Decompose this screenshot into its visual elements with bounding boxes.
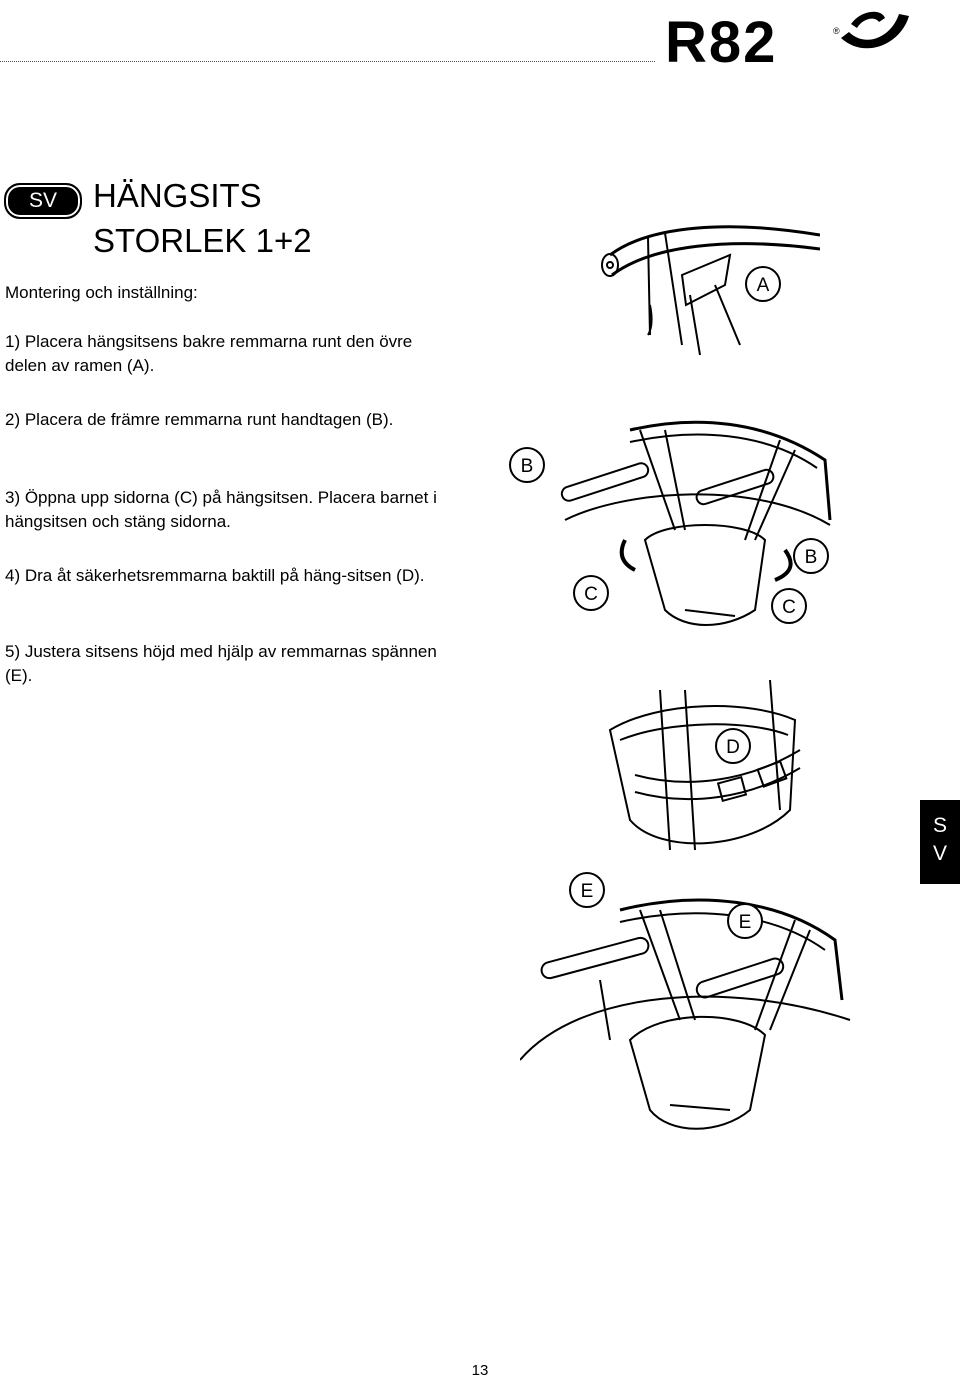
svg-text:®: ® [833, 26, 840, 36]
label-a-badge: A [745, 266, 781, 302]
label-e: E [581, 881, 594, 902]
intro-text: Montering och inställning: [5, 283, 198, 302]
step-2: 2) Placera de främre remmarna runt handt… [5, 410, 394, 429]
illustration-seat-back [608, 680, 801, 851]
step-3: 3) Öppna upp sidorna (C) på hängsitsen. … [5, 488, 437, 531]
label-c-badge-2: C [771, 588, 807, 624]
illustration-height-adjust [520, 898, 851, 1130]
illustration-seat-handles [560, 420, 832, 626]
header-dotted-rule [0, 61, 655, 62]
label-a: A [757, 275, 770, 296]
illustration-frame-strap [601, 225, 820, 356]
label-c-badge: C [573, 575, 609, 611]
label-e-2: E [739, 912, 752, 933]
label-b-badge: B [509, 447, 545, 483]
side-tab-line-1: S [932, 814, 947, 837]
step-1: 1) Placera hängsitsens bakre remmarna ru… [5, 332, 413, 375]
step-4: 4) Dra åt säkerhetsremmarna baktill på h… [5, 566, 425, 585]
label-b: B [521, 456, 534, 477]
svg-text:R82: R82 [665, 10, 777, 68]
label-b-2: B [805, 547, 818, 568]
label-c-2: C [782, 597, 796, 618]
step-5: 5) Justera sitsens höjd med hjälp av rem… [5, 642, 437, 685]
title-line-1: HÄNGSITS [93, 177, 262, 214]
label-d: D [726, 737, 740, 758]
title-line-2: STORLEK 1+2 [93, 222, 312, 259]
page-title: HÄNGSITS STORLEK 1+2 [93, 173, 312, 263]
r82-logo: R82 ® [665, 10, 909, 68]
side-tab-line-2: V [932, 842, 947, 865]
label-d-badge: D [715, 728, 751, 764]
label-c: C [584, 584, 598, 605]
label-e-badge: E [569, 872, 605, 908]
language-side-tab: S V [920, 800, 960, 884]
label-b-badge-2: B [793, 538, 829, 574]
label-e-badge-2: E [727, 903, 763, 939]
language-badge: SV [4, 183, 82, 219]
page-number: 13 [471, 1362, 489, 1379]
